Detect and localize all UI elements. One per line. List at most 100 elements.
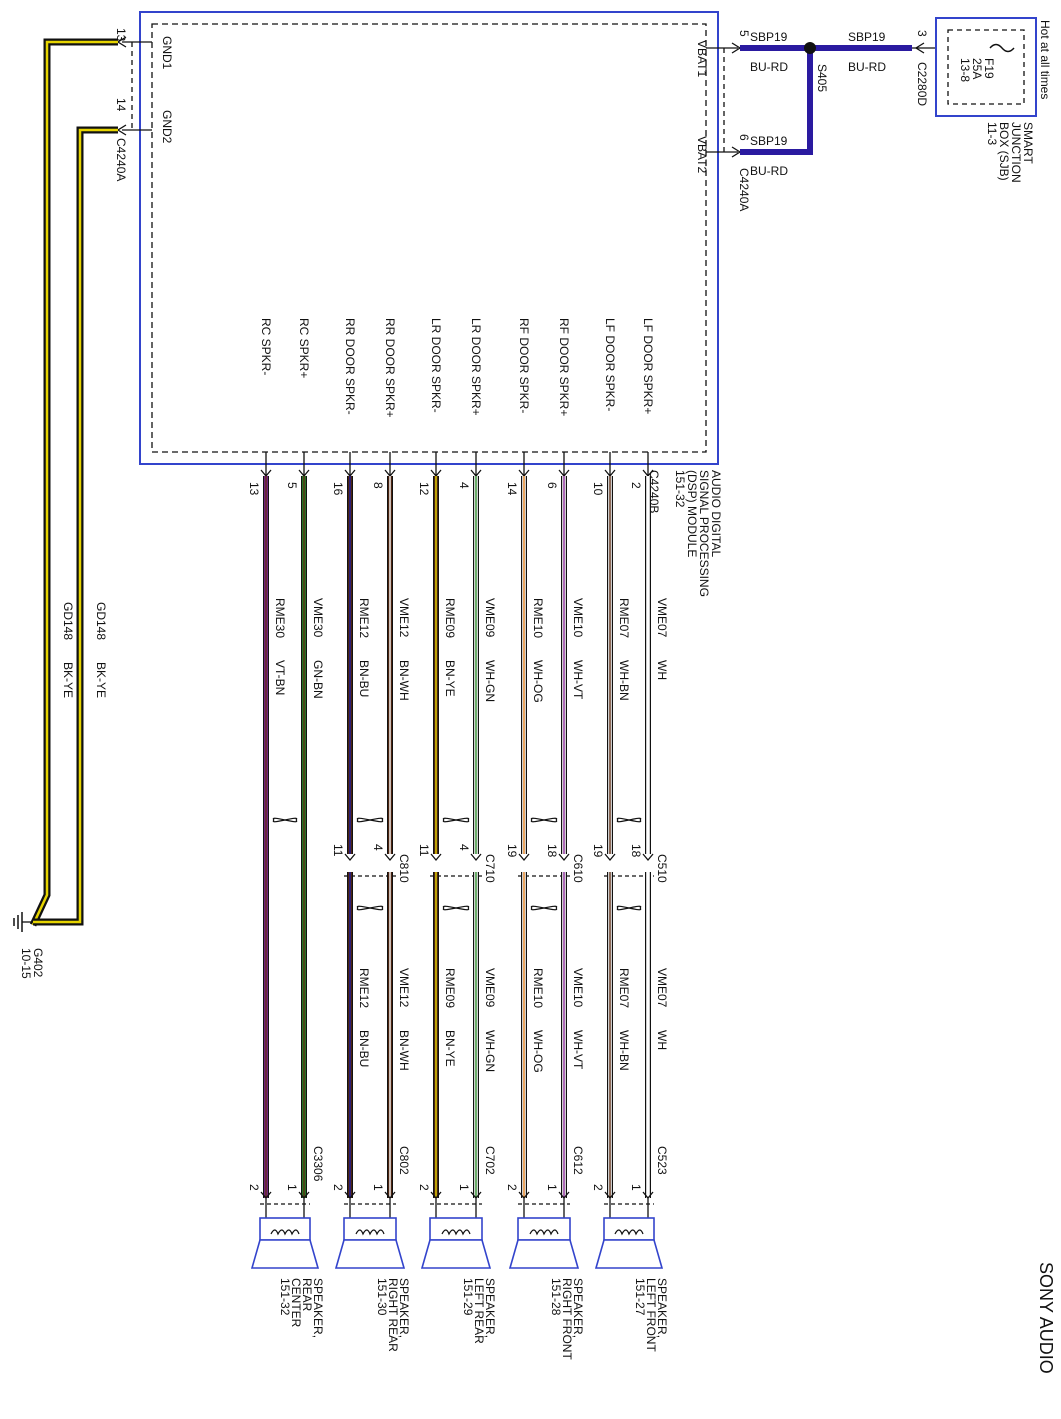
upper-color-1-1: WH	[655, 660, 669, 680]
speaker-magnet-icon	[603, 1217, 655, 1241]
speaker-name-line: SPEAKER,	[571, 1278, 585, 1338]
gnd1-pin-name: GND1	[160, 36, 174, 70]
inline-pin-number-3-2: 11	[417, 844, 431, 857]
lower-color-1-1: WH	[655, 1030, 669, 1050]
lower-circuit-2-1: VME10	[571, 968, 585, 1008]
connector-arrow	[384, 1191, 396, 1200]
connector-arrow	[558, 853, 570, 862]
inline-connector-label-1: C510	[655, 854, 669, 883]
module-pin-number-2-2: 14	[505, 482, 519, 496]
dsp-module-outline	[139, 11, 719, 465]
dsp-module-name-2: SIGNAL PROCESSING	[697, 470, 711, 597]
gnd2-pin-name: GND2	[160, 110, 174, 144]
module-pin-number-2-1: 6	[545, 482, 559, 489]
inline-pin-number-4-1: 4	[371, 844, 385, 851]
feed-color: BU-RD	[848, 60, 886, 74]
module-pin-number-5-1: 5	[285, 482, 299, 489]
speaker-magnet-icon	[517, 1217, 571, 1241]
speaker-pin-number-5-2: 2	[247, 1184, 261, 1191]
connector-arrow	[642, 853, 654, 862]
inline-pin-number-4-2: 11	[331, 844, 345, 857]
speaker-pin-number-2-1: 1	[545, 1184, 559, 1191]
upper-color-5-2: VT-BN	[273, 660, 287, 695]
speaker-coil-icon	[355, 1229, 385, 1236]
speaker-name-line: LEFT REAR	[472, 1278, 486, 1344]
module-pin-name-2-2: RF DOOR SPKR-	[517, 318, 531, 413]
upper-color-3-1: WH-GN	[483, 660, 497, 702]
module-pin-number-5-2: 13	[247, 482, 261, 496]
upper-color-5-1: GN-BN	[311, 660, 325, 699]
ground-wire-1-color: BK-YE	[94, 662, 108, 698]
vbat2-circuit: SBP19	[750, 134, 788, 148]
ground-name: G402	[31, 948, 45, 978]
diagram-title: SONY AUDIO	[1036, 1262, 1056, 1374]
speaker-name-line: RIGHT REAR	[386, 1278, 400, 1352]
speaker-name-line: 151-28	[549, 1278, 563, 1316]
module-pin-number-1-1: 2	[629, 482, 643, 489]
connector-arrow	[470, 853, 482, 862]
module-pin-number-3-1: 4	[457, 482, 471, 489]
ground-wire-1-circuit: GD148	[94, 602, 108, 640]
speaker-magnet-icon	[343, 1217, 397, 1241]
speaker-connector-label-3: C702	[483, 1146, 497, 1175]
ground-wire-1	[31, 40, 118, 926]
upper-color-1-2: WH-BN	[617, 660, 631, 701]
ground-section: 13 14 GND1 GND2 C4240A GD148 BK-YE GD148…	[13, 28, 174, 979]
dsp-module-ref: 151-32	[673, 470, 687, 508]
connector-arrow	[298, 1191, 310, 1200]
speaker-connector-label-2: C612	[571, 1146, 585, 1175]
inline-pin-number-1-1: 18	[629, 844, 643, 858]
speaker-pin-number-4-2: 2	[331, 1184, 345, 1191]
feed-circuit: SBP19	[848, 30, 886, 44]
speaker-name-line: SPEAKER,	[655, 1278, 669, 1338]
lower-circuit-1-1: VME07	[655, 968, 669, 1008]
sjb-name: SMART JUNCTION BOX (SJB) 11-3	[985, 122, 1035, 183]
vbat1-circuit: SBP19	[750, 30, 788, 44]
smart-junction-box: F19 25A 13-8 Hot at all times SMART JUNC…	[935, 17, 1052, 183]
connector-arrow	[430, 853, 442, 862]
vbat2-pin-name: VBAT2	[695, 136, 709, 173]
connector-arrow	[518, 1191, 530, 1200]
module-pin-name-5-2: RC SPKR-	[259, 318, 273, 375]
dsp-module-inner-outline	[151, 23, 707, 453]
upper-circuit-2-1: VME10	[571, 598, 585, 638]
speaker-pin-number-1-2: 2	[591, 1184, 605, 1191]
inline-pin-number-1-2: 19	[591, 844, 605, 858]
module-pin-name-5-1: RC SPKR+	[297, 318, 311, 378]
fuse-f19-label: F19	[982, 58, 996, 79]
speaker-cone-icon	[594, 1239, 664, 1269]
upper-color-2-1: WH-VT	[571, 660, 585, 700]
lower-color-1-2: WH-BN	[617, 1030, 631, 1071]
speaker-connector-label-1: C523	[655, 1146, 669, 1175]
speaker-pin-number-3-2: 2	[417, 1184, 431, 1191]
speaker-name-line: SPEAKER,	[483, 1278, 497, 1338]
upper-circuit-3-1: VME09	[483, 598, 497, 638]
speaker-pin-number-5-1: 1	[285, 1184, 299, 1191]
speaker-coil-icon	[614, 1229, 644, 1236]
lower-circuit-4-1: VME12	[397, 968, 411, 1008]
power-section: VBAT1 VBAT2 5 6 C4240A S405 SBP19 BU-RD …	[695, 30, 936, 211]
speaker-magnet-icon	[259, 1217, 311, 1241]
connector-c4240a-power-label: C4240A	[737, 168, 751, 211]
inline-pin-number-2-1: 18	[545, 844, 559, 858]
speaker-connector-label-5: C3306	[311, 1146, 325, 1182]
module-pin-name-1-2: LF DOOR SPKR-	[603, 318, 617, 411]
ground-wire-2-circuit: GD148	[61, 602, 75, 640]
lower-color-3-1: WH-GN	[483, 1030, 497, 1072]
upper-circuit-1-2: RME07	[617, 598, 631, 638]
sjb-outline	[935, 17, 1037, 117]
upper-circuit-2-2: RME10	[531, 598, 545, 638]
dsp-module-label: AUDIO DIGITAL SIGNAL PROCESSING (DSP) MO…	[673, 470, 723, 597]
upper-color-2-2: WH-OG	[531, 660, 545, 703]
vbat1-pin-name: VBAT1	[695, 40, 709, 77]
connector-c2280d-label: C2280D	[915, 62, 929, 106]
module-pin-number-1-2: 10	[591, 482, 605, 496]
connector-arrow	[344, 1191, 356, 1200]
speaker-name-line: SPEAKER,	[397, 1278, 411, 1338]
connector-arrow	[470, 1191, 482, 1200]
